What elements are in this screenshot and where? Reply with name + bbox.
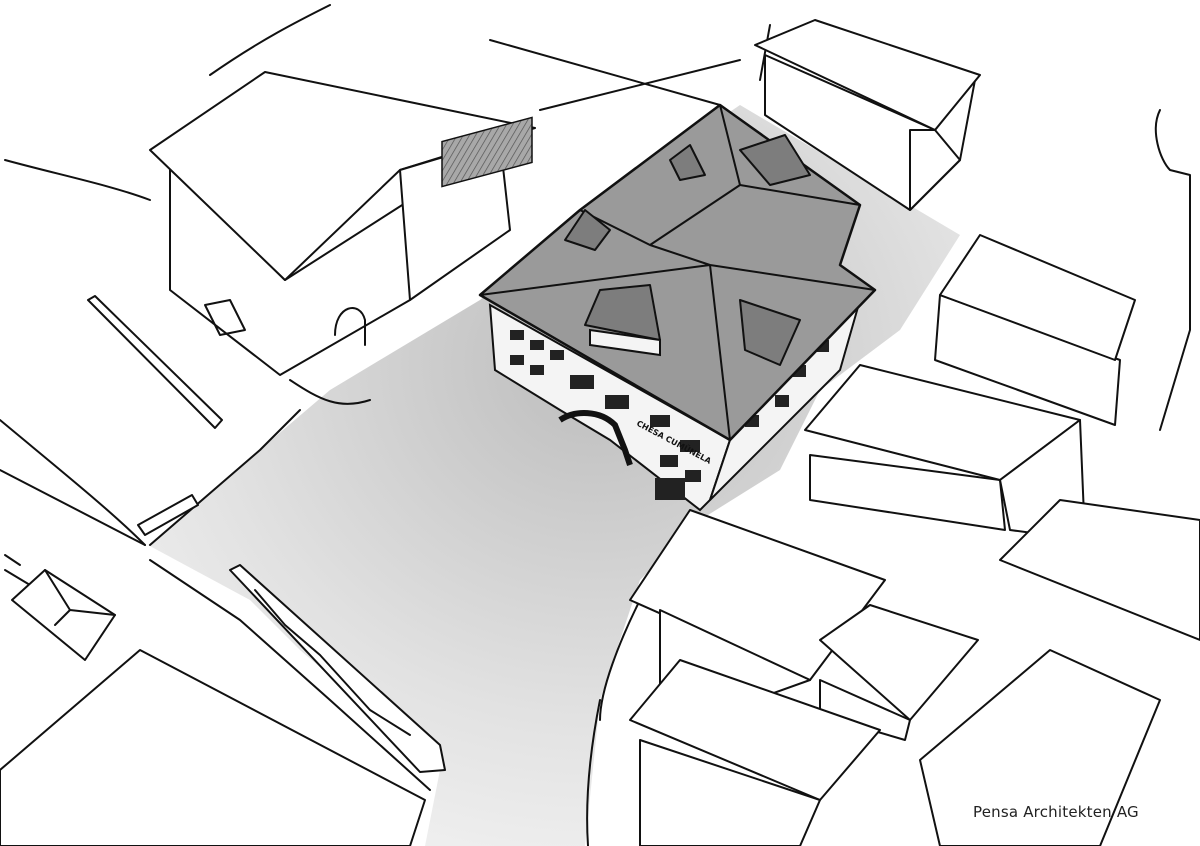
entrance-stair xyxy=(558,410,633,466)
dormers xyxy=(564,134,811,366)
houses-right xyxy=(629,234,1200,846)
house-bottom-left xyxy=(0,649,426,846)
street-lines xyxy=(0,4,1191,846)
architect-credit: Pensa Architekten AG xyxy=(973,803,1139,821)
house-top-right xyxy=(754,19,981,211)
building-windows xyxy=(510,330,829,482)
house-top-left xyxy=(149,71,536,376)
main-building: CHESA CUMÜNELA xyxy=(478,103,877,512)
plaza-walls xyxy=(11,295,446,773)
